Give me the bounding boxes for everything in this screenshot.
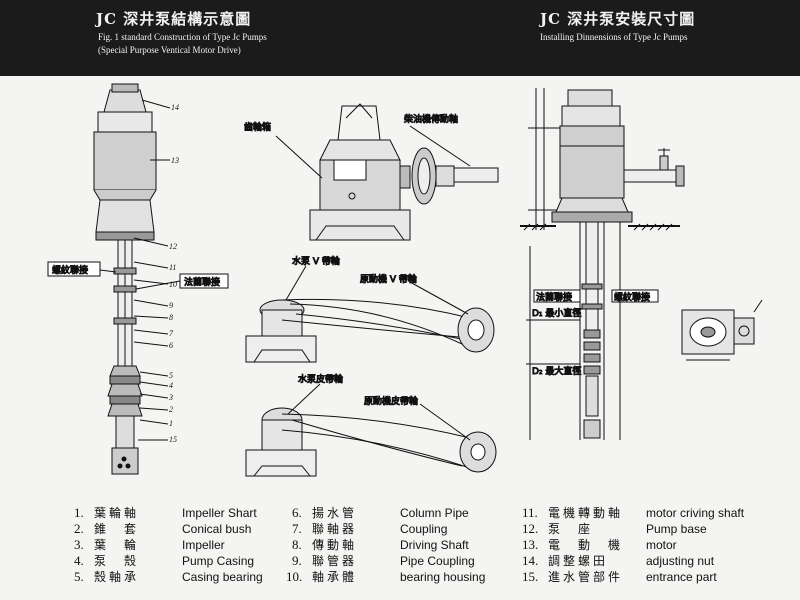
flange-joint-right-label: 法蘭聯接 [536,291,572,303]
part-5: 5 [169,371,173,380]
part-11: 11 [169,263,176,272]
thread-joint-right-label: 螺紋聯接 [614,291,650,303]
gearbox-label: 齒輪箱 [244,121,271,133]
part-10: 10 [169,280,177,289]
flange-joint-label: 法蘭聯接 [184,276,220,288]
right-title: JC 深井泵安裝尺寸圖 [540,10,696,28]
part-14: 14 [171,103,179,112]
motor-belt-pulley-label: 原動機皮帶輪 [364,395,418,407]
part-2: 2 [169,405,173,414]
d1-min-diameter-label: D₁ 最小直徑 [532,307,581,319]
installation-dimensions-figure [520,88,763,440]
right-subtitle: Installing Dinnensions of Type Jc Pumps [540,32,688,42]
d2-max-diameter-label: D₂ 最大直徑 [532,365,581,377]
part-12: 12 [169,242,177,251]
left-subtitle-1: Fig. 1 standard Construction of Type Jc … [98,32,267,42]
part-7: 7 [169,329,174,338]
pump-v-pulley-label: 水泵 V 帶輪 [292,255,340,267]
part-number-labels: 14 13 12 11 10 9 8 7 6 5 4 3 2 1 15 [168,103,179,444]
part-6: 6 [169,341,173,350]
part-9: 9 [169,301,173,310]
left-title: JC 深井泵結構示意圖 [96,10,252,28]
left-subtitle-2: (Special Purpose Ventical Motor Drive) [98,45,241,55]
part-3: 3 [168,393,173,402]
part-8: 8 [169,313,173,322]
part-15: 15 [169,435,177,444]
technical-drawing: 螺紋聯接 法蘭聯接 14 13 12 11 10 9 8 7 6 5 4 3 2… [47,83,763,477]
diesel-shaft-label: 柴油機傳動軸 [404,113,458,125]
flat-belt-drive-figure [245,383,497,477]
part-1: 1 [169,419,173,428]
v-belt-drive-figure [245,265,495,363]
part-13: 13 [171,156,179,165]
motor-v-pulley-label: 原動機 V 帶輪 [360,273,417,285]
thread-joint-label: 螺紋聯接 [52,264,88,276]
pump-belt-pulley-label: 水泵皮帶輪 [298,373,343,385]
gearbox-drive-figure [275,103,499,241]
header-banner: JC 深井泵結構示意圖 Fig. 1 standard Construction… [0,0,800,76]
part-4: 4 [169,381,173,390]
pump-construction-figure [47,83,229,475]
